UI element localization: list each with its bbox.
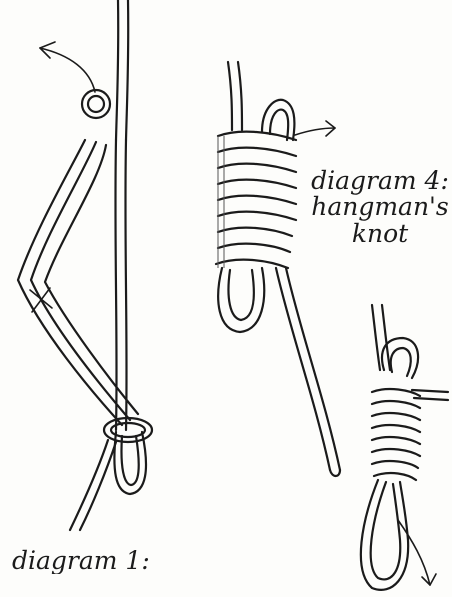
diagram-1-caption: diagram 1: — [12, 548, 172, 574]
diagram-4-caption-line-2: hangman's — [305, 194, 452, 220]
diagram-4-drawing-lower — [361, 305, 448, 590]
diagram-4-caption-line-3: knot — [305, 221, 452, 247]
diagram-1-drawing — [18, 0, 152, 530]
diagram-4-caption-line-1: diagram 4: — [305, 168, 452, 194]
diagram-4-drawing-upper — [216, 62, 340, 476]
diagram-4-caption: diagram 4: hangman's knot — [305, 168, 452, 247]
diagram-1-caption-line-1: diagram 1: — [12, 548, 172, 574]
